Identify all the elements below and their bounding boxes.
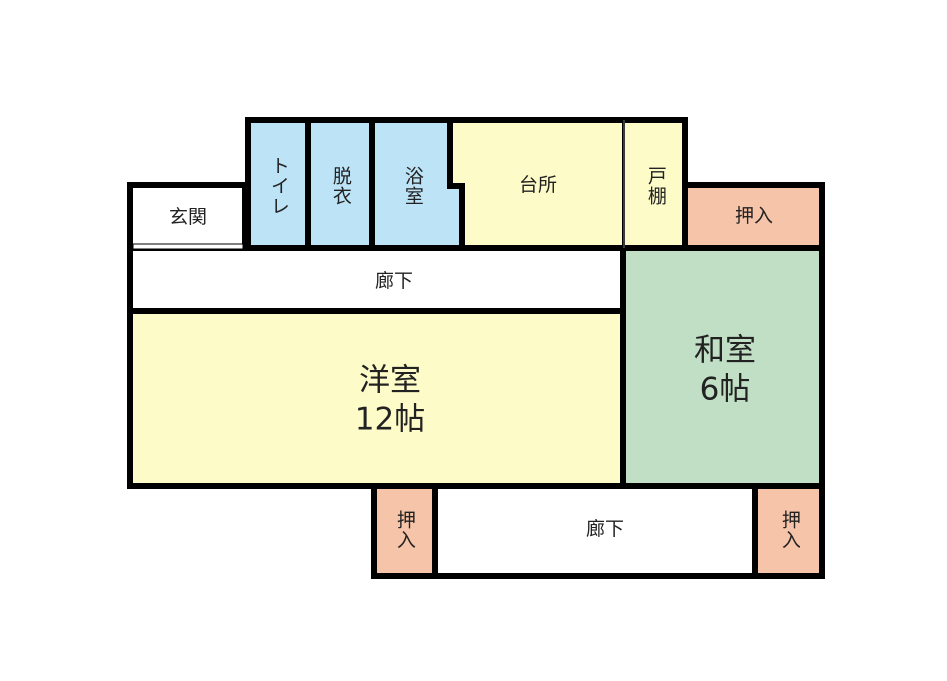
label-datsui: 脱衣: [329, 166, 352, 206]
label-todana: 戸棚: [644, 166, 667, 206]
room-rouka-top: [127, 245, 626, 314]
room-todana: [625, 120, 685, 248]
label-rouka-bottom: 廊下: [585, 518, 625, 541]
room-washitsu: [620, 245, 825, 489]
washitsu-name: 和室: [694, 332, 756, 369]
room-oshiire-bottom-right: [752, 483, 825, 579]
label-oshiire-bottom-left: 押入: [393, 510, 416, 550]
washitsu-size: 6帖: [699, 371, 751, 407]
label-toilet: トイレ: [267, 156, 290, 216]
youshitsu-size: 12帖: [354, 401, 426, 437]
label-kitchen: 台所: [518, 174, 558, 197]
youshitsu-name: 洋室: [358, 362, 421, 399]
label-washitsu: 和室 6帖: [694, 331, 756, 409]
label-oshiire-bottom-right: 押入: [778, 510, 801, 550]
genkan-step: [132, 243, 244, 250]
room-rouka-bottom: [432, 483, 758, 579]
label-genkan: 玄関: [168, 206, 208, 229]
label-rouka-top: 廊下: [374, 270, 414, 293]
label-yokushitsu: 浴室: [401, 166, 424, 206]
label-oshiire-top: 押入: [734, 205, 774, 228]
label-youshitsu: 洋室 12帖: [355, 361, 425, 439]
